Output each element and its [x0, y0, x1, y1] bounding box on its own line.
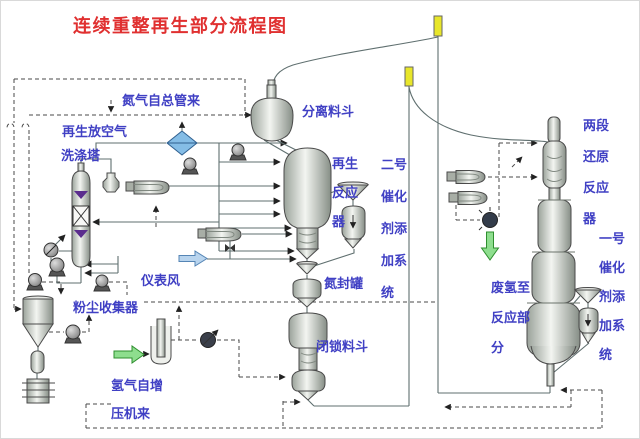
feed2-downline — [310, 249, 355, 268]
inline-exchanger — [43, 242, 59, 258]
reduction-reactor — [526, 116, 581, 387]
lift-curve-to-reactor — [408, 86, 549, 143]
funnel-stems — [352, 200, 589, 308]
pump — [93, 274, 111, 292]
label-n2-from-header: 氮气自总管来 — [122, 94, 201, 109]
spent-h2-green-arrow — [480, 231, 500, 261]
diamond-left-line — [95, 142, 166, 159]
regen-body — [283, 147, 332, 229]
separation-hopper — [250, 79, 294, 142]
label-h2-from-booster: 氢气自增压机来 — [111, 379, 164, 422]
dust-collector — [22, 295, 55, 404]
diag-arrow — [511, 156, 523, 168]
lift-line-2 — [307, 85, 410, 407]
pump7-link — [109, 281, 128, 295]
packing-x — [72, 205, 90, 227]
regeneration-reactor — [283, 147, 332, 260]
valve-to-lock — [217, 339, 240, 377]
vent-hook-1 — [6, 123, 15, 134]
label-instrument-air: 仪表风 — [141, 274, 181, 289]
bowtie-valve — [225, 244, 235, 252]
diagram-title: 连续重整再生部分流程图 — [73, 16, 288, 37]
label-regen-reactor: 再生反应器 — [332, 157, 359, 230]
heater-right-2 — [448, 191, 488, 205]
ejector — [102, 172, 120, 193]
label-no1-catalyst-system: 一号催化剂添加系统 — [599, 232, 626, 363]
lift-marker-2 — [404, 66, 414, 87]
tower-chevron-bottom — [74, 230, 88, 238]
h2-inlet-green-arrow — [113, 345, 145, 364]
pump — [229, 143, 247, 161]
label-wash-tower: 洗涤塔 — [61, 149, 101, 164]
heater-right-1 — [446, 170, 486, 184]
tower-nozzle — [77, 162, 85, 172]
regen-lower — [296, 227, 319, 250]
rotary-feeder — [30, 350, 45, 374]
label-regen-vent-gas: 再生放空气 — [62, 125, 128, 140]
instrument-air-arrow — [178, 250, 208, 267]
label-dust-collector: 粉尘收集器 — [73, 301, 139, 316]
label-lock-hopper: 闭锁料斗 — [316, 340, 369, 355]
pump1-link — [42, 281, 65, 295]
pump — [48, 257, 66, 277]
catalyst-feed-1 — [573, 287, 603, 344]
regen-internals — [298, 232, 317, 244]
pump3-out — [82, 314, 93, 333]
pump — [64, 324, 82, 344]
lift-gas-pot — [150, 318, 172, 365]
vent-hook-2 — [21, 123, 30, 134]
label-separation-hopper: 分离料斗 — [302, 105, 355, 120]
label-two-stage-reduction-reactor: 两段还原反应器 — [583, 119, 610, 227]
n2-seal-tank — [292, 261, 322, 308]
control-valve — [200, 329, 219, 348]
heater-left-1 — [125, 180, 170, 195]
heater-left-2 — [197, 227, 242, 242]
lift-curve-to-hopper — [271, 36, 439, 90]
drum-flanges — [22, 382, 55, 398]
label-no2-catalyst-system: 二号催化剂添加系统 — [381, 158, 408, 301]
diamond-cooler — [166, 121, 198, 156]
feed1-downline — [552, 342, 590, 374]
wash-tower — [71, 162, 91, 268]
tower-bottoms-loop — [50, 235, 82, 284]
ball-valve — [478, 207, 498, 231]
hopper-body — [250, 97, 294, 142]
pumps — [26, 143, 247, 344]
pump — [26, 273, 44, 291]
lift-marker-1 — [433, 15, 443, 37]
dashed-lines — [6, 78, 603, 429]
tower-chevron-top — [74, 191, 88, 199]
pump — [181, 157, 199, 175]
label-n2-seal-tank: 氮封罐 — [324, 277, 364, 292]
lock-hopper — [288, 312, 328, 401]
label-spent-h2-to-reaction: 废氢至反应部分 — [491, 281, 531, 356]
regen-cone — [295, 248, 320, 260]
catalyst-feed-2 — [336, 181, 370, 249]
